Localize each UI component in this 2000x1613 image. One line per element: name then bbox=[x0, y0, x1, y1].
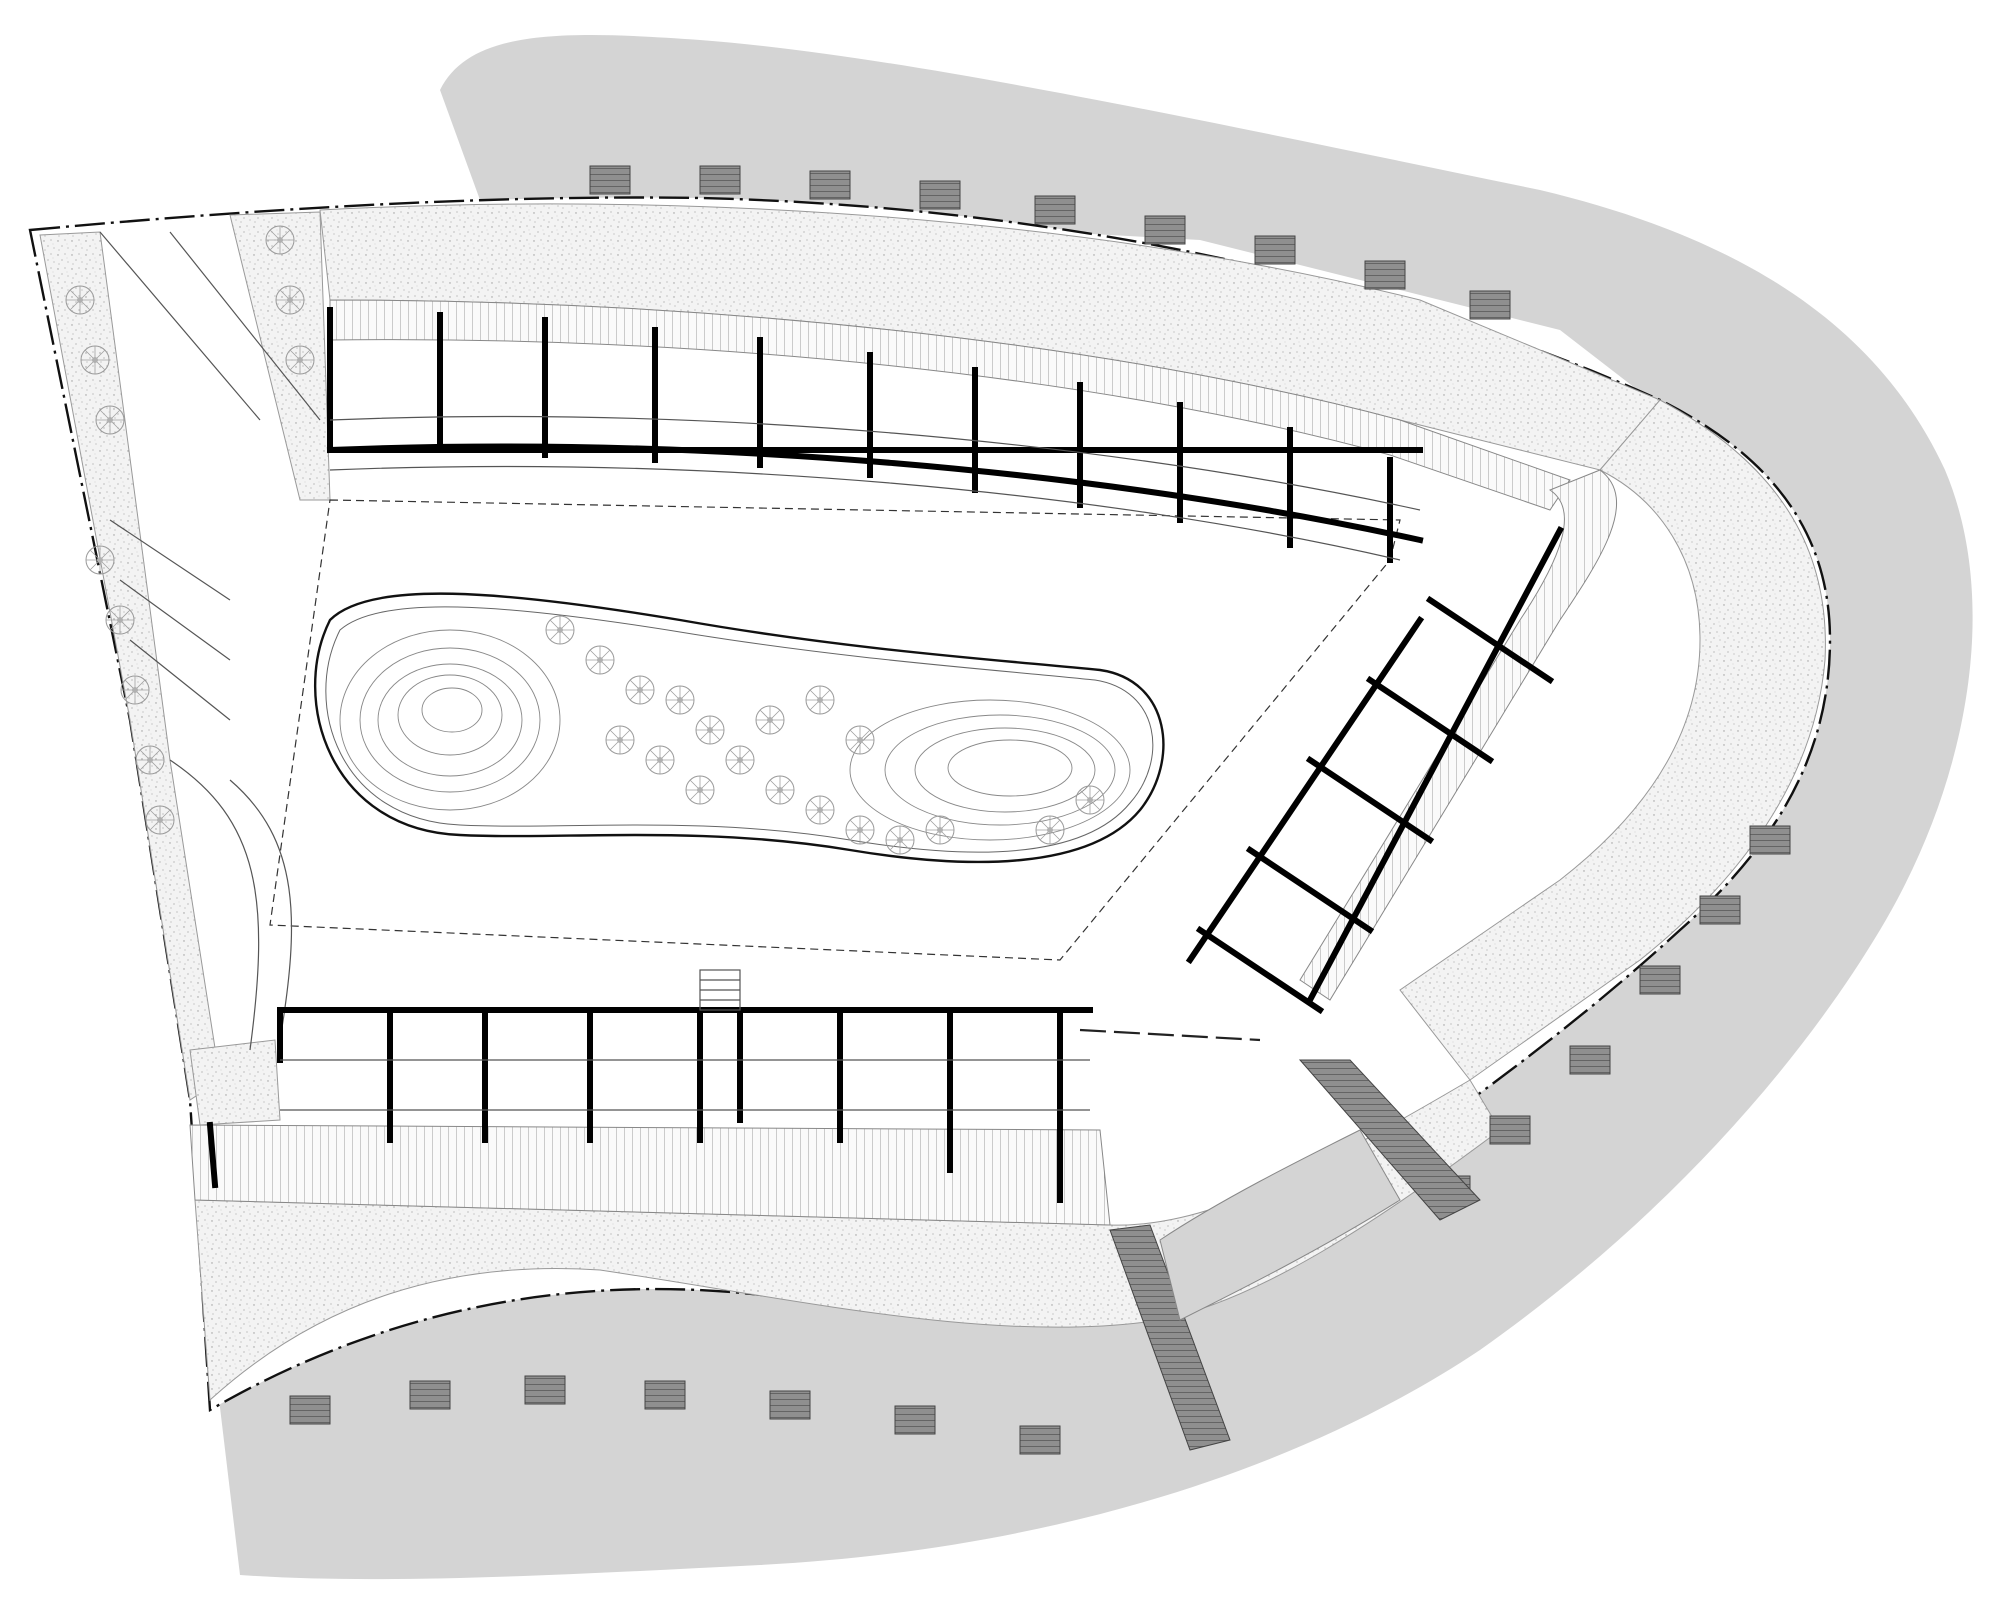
boardwalk-southeast bbox=[1298, 1059, 1481, 1221]
west-contours bbox=[339, 629, 561, 811]
entry-lanes bbox=[99, 231, 321, 1051]
pond-inner-edge bbox=[325, 606, 1154, 853]
east-garden-band bbox=[1399, 399, 1826, 1081]
central-pond bbox=[314, 592, 1165, 864]
staircase-icon bbox=[699, 969, 741, 1011]
south-access-dashes bbox=[1079, 1028, 1261, 1042]
south-deck-band bbox=[189, 1124, 1111, 1226]
north-unit-row bbox=[326, 307, 1424, 563]
north-deck-band bbox=[329, 299, 1571, 511]
courtyard-boundary bbox=[269, 499, 1401, 961]
east-contours bbox=[849, 699, 1131, 841]
south-unit-row bbox=[206, 969, 1093, 1203]
ground-area bbox=[200, 35, 1973, 1580]
southwest-planted-area bbox=[189, 1039, 281, 1126]
southeast-grey-pocket bbox=[1159, 1129, 1401, 1321]
east-unit-row bbox=[1185, 525, 1565, 1015]
boardwalk-south bbox=[1109, 1224, 1231, 1451]
